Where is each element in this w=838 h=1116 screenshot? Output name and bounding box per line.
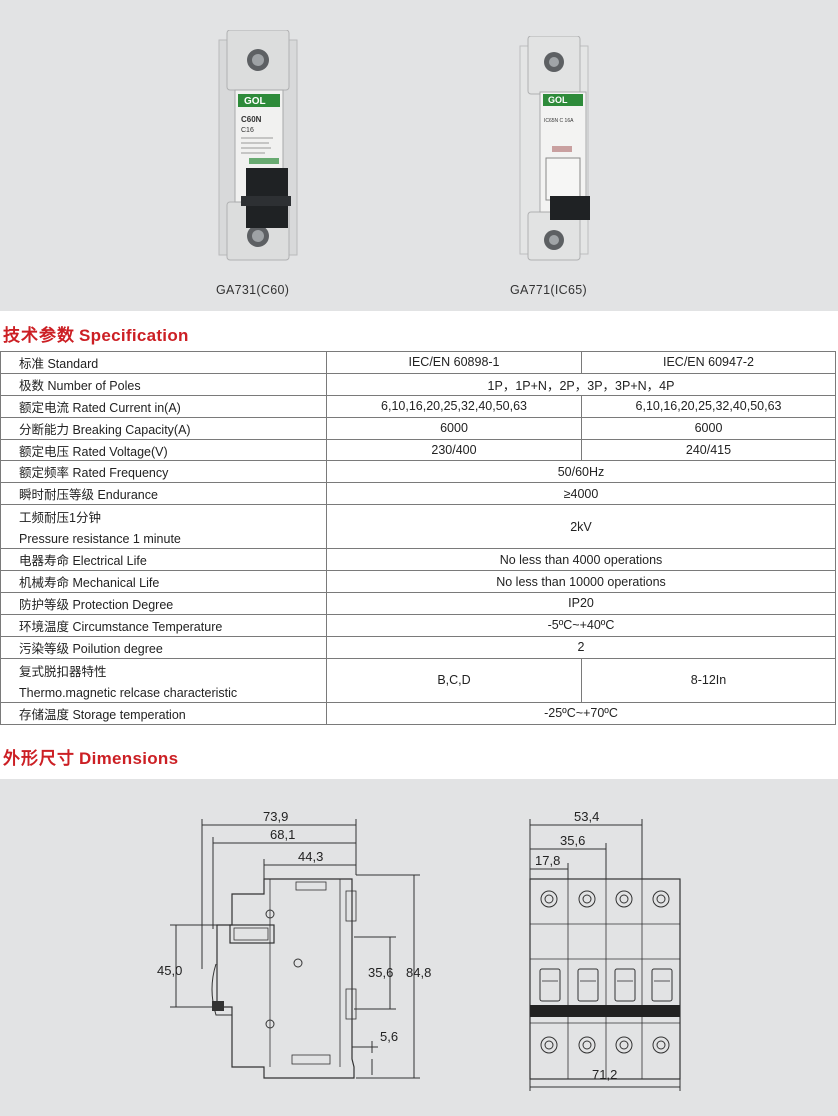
spec-value: ≥4000	[326, 482, 836, 506]
spec-label: 环境温度 Circumstance Temperature	[0, 613, 327, 637]
dim-width-2p: 35,6	[560, 833, 585, 848]
dimensions-drawing-band: 73,9 68,1 44,3 45,0 35,6 84,8 5,6	[0, 779, 838, 1116]
spec-value: 50/60Hz	[326, 460, 836, 484]
product-photo-band: GOL C60N C16 GA731(C60) GOL IC65N C 16A	[0, 0, 838, 311]
spec-label: 额定频率 Rated Frequency	[0, 460, 327, 484]
spec-label: 复式脱扣器特性 Thermo.magnetic relcase characte…	[0, 657, 327, 703]
spec-value: 230/400	[326, 438, 582, 462]
table-row: 额定电压 Rated Voltage(V) 230/400 240/415	[0, 438, 836, 462]
product-ga771-brand: GOL	[548, 95, 568, 105]
spec-value: No less than 10000 operations	[326, 570, 836, 594]
dimensions-heading-en: Dimensions	[79, 749, 179, 768]
product-ga731-image: GOL C60N C16	[213, 30, 303, 262]
table-row: 电器寿命 Electrical Life No less than 4000 o…	[0, 548, 836, 572]
table-row: 防护等级 Protection Degree IP20	[0, 592, 836, 615]
spec-label-line1: 工频耐压1分钟	[19, 511, 101, 526]
spec-value: 240/415	[581, 438, 836, 462]
spec-label-line2: Thermo.magnetic relcase characteristic	[19, 685, 238, 700]
side-view-drawing	[170, 819, 420, 1079]
table-row: 机械寿命 Mechanical Life No less than 10000 …	[0, 570, 836, 594]
spec-value: B,C,D	[326, 657, 582, 703]
dim-width-4p: 71,2	[592, 1067, 617, 1082]
table-row: 额定电流 Rated Current in(A) 6,10,16,20,25,3…	[0, 394, 836, 418]
product-ga771-image: GOL IC65N C 16A	[514, 36, 594, 261]
product-ga771-model: IC65N C 16A	[544, 118, 574, 124]
spec-value: IP20	[326, 592, 836, 615]
spec-label: 工频耐压1分钟 Pressure resistance 1 minute	[0, 504, 327, 550]
spec-value: -5ºC~+40ºC	[326, 613, 836, 637]
spec-label: 电器寿命 Electrical Life	[0, 548, 327, 572]
specification-table: 标准 Standard IEC/EN 60898-1 IEC/EN 60947-…	[0, 351, 836, 725]
spec-value: 2	[326, 635, 836, 659]
spec-value: IEC/EN 60947-2	[581, 351, 836, 374]
spec-value: -25ºC~+70ºC	[326, 701, 836, 725]
product-ga731-rating: C16	[241, 127, 254, 134]
dim-depth-3: 44,3	[298, 849, 323, 864]
table-row: 分断能力 Breaking Capacity(A) 6000 6000	[0, 416, 836, 440]
spec-label: 机械寿命 Mechanical Life	[0, 570, 327, 594]
dim-inner-height: 35,6	[368, 965, 393, 980]
table-row: 额定频率 Rated Frequency 50/60Hz	[0, 460, 836, 484]
spec-value: No less than 4000 operations	[326, 548, 836, 572]
dim-width-3p: 53,4	[574, 809, 599, 824]
spec-label: 极数 Number of Poles	[0, 372, 327, 396]
spec-label: 瞬时耐压等级 Endurance	[0, 482, 327, 506]
table-row: 污染等级 Poilution degree 2	[0, 635, 836, 659]
specification-heading-cn: 技术参数	[3, 326, 75, 345]
product-ga771-caption: GA771(IC65)	[510, 283, 587, 297]
spec-value: 2kV	[326, 504, 836, 550]
spec-value: 6,10,16,20,25,32,40,50,63	[326, 394, 582, 418]
spec-label: 存储温度 Storage temperation	[0, 701, 327, 725]
spec-label: 额定电压 Rated Voltage(V)	[0, 438, 327, 462]
dim-overall-height: 84,8	[406, 965, 431, 980]
spec-label: 标准 Standard	[0, 351, 327, 374]
spec-value: 6,10,16,20,25,32,40,50,63	[581, 394, 836, 418]
dim-overall-depth: 73,9	[263, 809, 288, 824]
dimensions-heading-cn: 外形尺寸	[3, 749, 75, 768]
dim-width-1p: 17,8	[535, 853, 560, 868]
dim-depth-2: 68,1	[270, 827, 295, 842]
table-row: 复式脱扣器特性 Thermo.magnetic relcase characte…	[0, 657, 836, 703]
spec-value: 8-12In	[581, 657, 836, 703]
spec-label-line1: 复式脱扣器特性	[19, 664, 107, 679]
spec-label: 污染等级 Poilution degree	[0, 635, 327, 659]
product-ga731-model: C60N	[241, 115, 262, 124]
spec-value: 6000	[581, 416, 836, 440]
table-row: 标准 Standard IEC/EN 60898-1 IEC/EN 60947-…	[0, 351, 836, 374]
product-ga731-brand: GOL	[244, 96, 266, 107]
dim-left-height: 45,0	[157, 963, 182, 978]
product-ga731-caption: GA731(C60)	[216, 283, 290, 297]
spec-value: 6000	[326, 416, 582, 440]
spec-label: 额定电流 Rated Current in(A)	[0, 394, 327, 418]
table-row: 环境温度 Circumstance Temperature -5ºC~+40ºC	[0, 613, 836, 637]
spec-value: 1P，1P+N，2P，3P，3P+N，4P	[326, 372, 836, 396]
dim-bottom-offset: 5,6	[380, 1029, 398, 1044]
front-view-drawing	[529, 819, 681, 1091]
table-row: 瞬时耐压等级 Endurance ≥4000	[0, 482, 836, 506]
spec-value: IEC/EN 60898-1	[326, 351, 582, 374]
table-row: 存储温度 Storage temperation -25ºC~+70ºC	[0, 701, 836, 725]
spec-label-line2: Pressure resistance 1 minute	[19, 532, 181, 547]
specification-heading-en: Specification	[79, 326, 189, 345]
spec-label: 防护等级 Protection Degree	[0, 592, 327, 615]
spec-label: 分断能力 Breaking Capacity(A)	[0, 416, 327, 440]
table-row: 工频耐压1分钟 Pressure resistance 1 minute 2kV	[0, 504, 836, 550]
table-row: 极数 Number of Poles 1P，1P+N，2P，3P，3P+N，4P	[0, 372, 836, 396]
